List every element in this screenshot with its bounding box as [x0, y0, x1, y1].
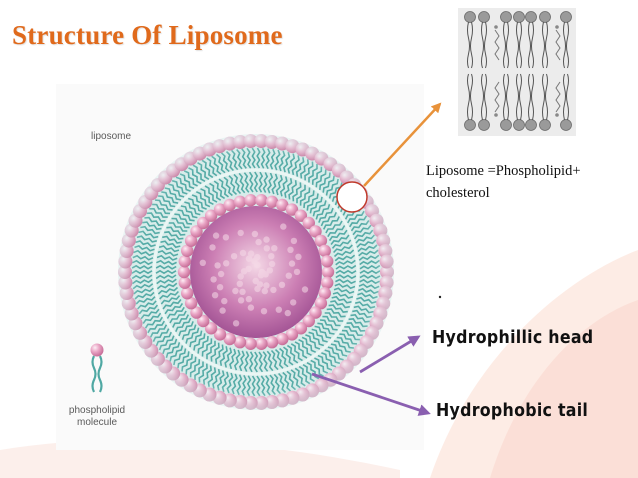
phospholipid-molecule-label: phospholipid molecule	[63, 405, 131, 429]
liposome-sphere	[118, 134, 394, 410]
page-title: Structure Of Liposome	[12, 20, 283, 50]
phospholipid-molecule-label-line1: phospholipid	[68, 405, 126, 416]
hydrophobic-tail-arrow	[311, 372, 431, 416]
hydrophilic-head-label: Hydrophillic head	[432, 327, 594, 348]
hydrophilic-head-arrow	[359, 335, 421, 374]
liposome-formula: Liposome =Phospholipid+ cholesterol	[426, 160, 626, 204]
orange-arrow	[363, 102, 442, 187]
highlight-circle	[336, 181, 368, 213]
phospholipid-molecule-label-line2: molecule	[76, 417, 118, 428]
liposome-label: liposome	[91, 131, 132, 142]
hydrophobic-tail-label: Hydrophobic tail	[436, 400, 589, 421]
bilayer-inset-image	[458, 8, 576, 136]
formula-line1: Liposome =Phospholipid+	[426, 163, 581, 179]
stray-dot	[438, 295, 442, 299]
formula-line2: cholesterol	[426, 185, 490, 201]
phospholipid-molecule-icon	[90, 343, 104, 393]
